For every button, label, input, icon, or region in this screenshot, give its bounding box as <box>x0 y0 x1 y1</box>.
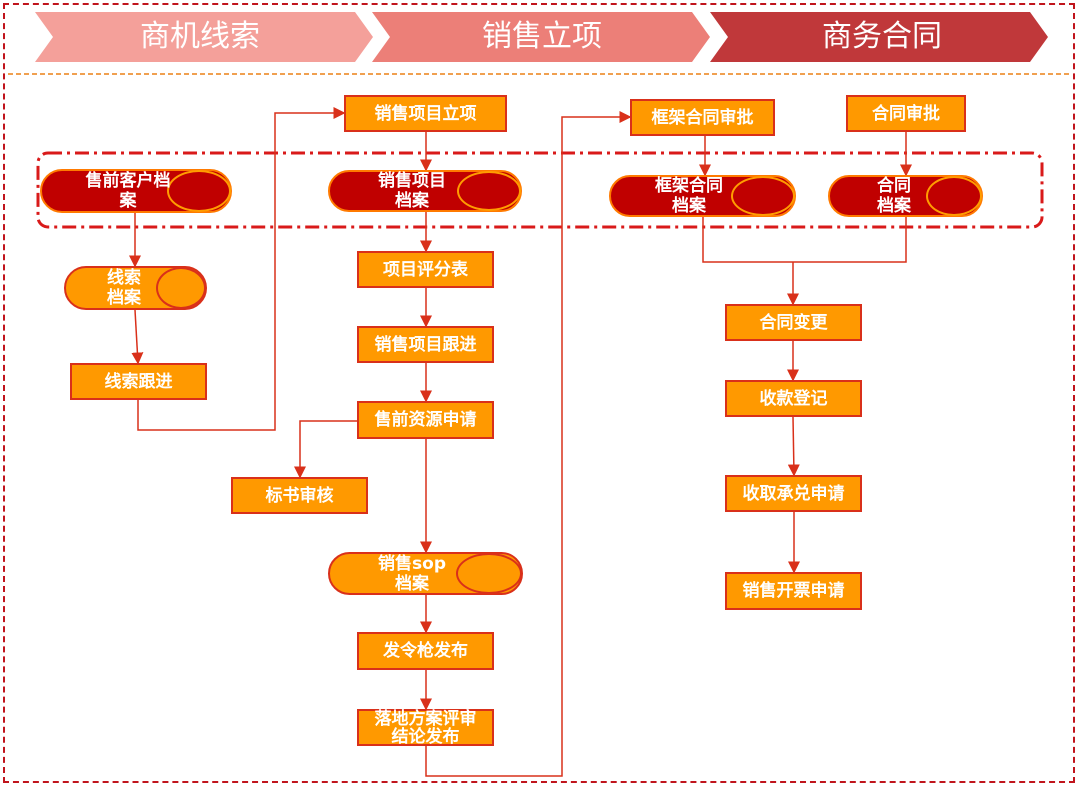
connector-merge <box>702 216 907 263</box>
box-label: 售前资源申请 <box>374 410 477 430</box>
box-lead-follow[interactable]: 线索跟进 <box>70 363 207 400</box>
archive-lead[interactable]: 线索档案 <box>64 266 207 310</box>
archive-cap <box>926 176 982 216</box>
stage-label-leads: 商机线索 <box>140 19 260 54</box>
archive-sales-project[interactable]: 销售项目档案 <box>328 170 522 212</box>
box-label: 线索跟进 <box>104 371 173 392</box>
connector <box>137 107 346 431</box>
archive-label: 销售项目档案 <box>378 171 446 211</box>
connector <box>787 416 800 477</box>
box-sales-project-setup[interactable]: 销售项目立项 <box>344 95 507 132</box>
archive-cap <box>167 170 231 212</box>
archive-label: 框架合同档案 <box>655 176 723 216</box>
stage-label-project: 销售立项 <box>482 19 602 54</box>
archive-presales-customer[interactable]: 售前客户档案 <box>40 169 232 213</box>
box-invoice-apply[interactable]: 销售开票申请 <box>725 572 862 610</box>
box-label: 发令枪发布 <box>383 641 468 661</box>
connector <box>425 111 632 777</box>
box-label: 合同审批 <box>872 103 940 124</box>
box-label: 合同变更 <box>759 312 828 333</box>
box-project-score[interactable]: 项目评分表 <box>357 251 494 288</box>
box-label: 标书审核 <box>265 485 334 506</box>
archive-label: 合同档案 <box>877 176 911 216</box>
box-label: 收取承兑申请 <box>742 483 845 504</box>
box-label: 收款登记 <box>759 388 828 409</box>
stage-chevron-leads <box>35 12 373 62</box>
box-payment-register[interactable]: 收款登记 <box>725 380 862 417</box>
diagram-frame <box>3 3 1075 783</box>
archive-frame-contract[interactable]: 框架合同档案 <box>609 175 796 217</box>
stage-header <box>8 12 1072 75</box>
archive-sales-sop[interactable]: 销售sop档案 <box>328 552 523 595</box>
box-label: 销售项目跟进 <box>374 334 477 355</box>
box-label: 销售开票申请 <box>742 581 845 601</box>
box-acceptance-apply[interactable]: 收取承兑申请 <box>725 475 862 512</box>
archive-group-outline <box>36 151 1044 229</box>
box-sales-project-follow[interactable]: 销售项目跟进 <box>357 326 494 363</box>
archive-cap <box>456 553 522 594</box>
box-fire-release[interactable]: 发令枪发布 <box>357 632 494 670</box>
box-bid-review[interactable]: 标书审核 <box>231 477 368 514</box>
connector <box>294 420 357 479</box>
box-landing-review[interactable]: 落地方案评审结论发布 <box>357 709 494 746</box>
archive-cap <box>731 176 795 216</box>
box-label: 销售项目立项 <box>374 103 477 124</box>
archive-cap <box>457 171 521 211</box>
archive-label: 售前客户档案 <box>85 171 171 211</box>
box-label: 框架合同审批 <box>651 107 754 128</box>
stage-label-contract: 商务合同 <box>822 19 942 54</box>
archive-cap <box>156 267 206 309</box>
box-label: 落地方案评审结论发布 <box>374 708 477 747</box>
box-label: 项目评分表 <box>383 259 468 280</box>
box-contract-approval[interactable]: 合同审批 <box>846 95 966 132</box>
archive-contract[interactable]: 合同档案 <box>828 175 983 217</box>
box-frame-contract-approval[interactable]: 框架合同审批 <box>630 99 775 136</box>
stage-chevron-contract <box>710 12 1048 62</box>
archive-label: 销售sop档案 <box>378 553 446 594</box>
connector <box>131 309 144 365</box>
box-contract-change[interactable]: 合同变更 <box>725 304 862 341</box>
stage-chevron-project <box>372 12 710 62</box>
archive-label: 线索档案 <box>107 268 141 308</box>
box-presales-resource[interactable]: 售前资源申请 <box>357 401 494 439</box>
